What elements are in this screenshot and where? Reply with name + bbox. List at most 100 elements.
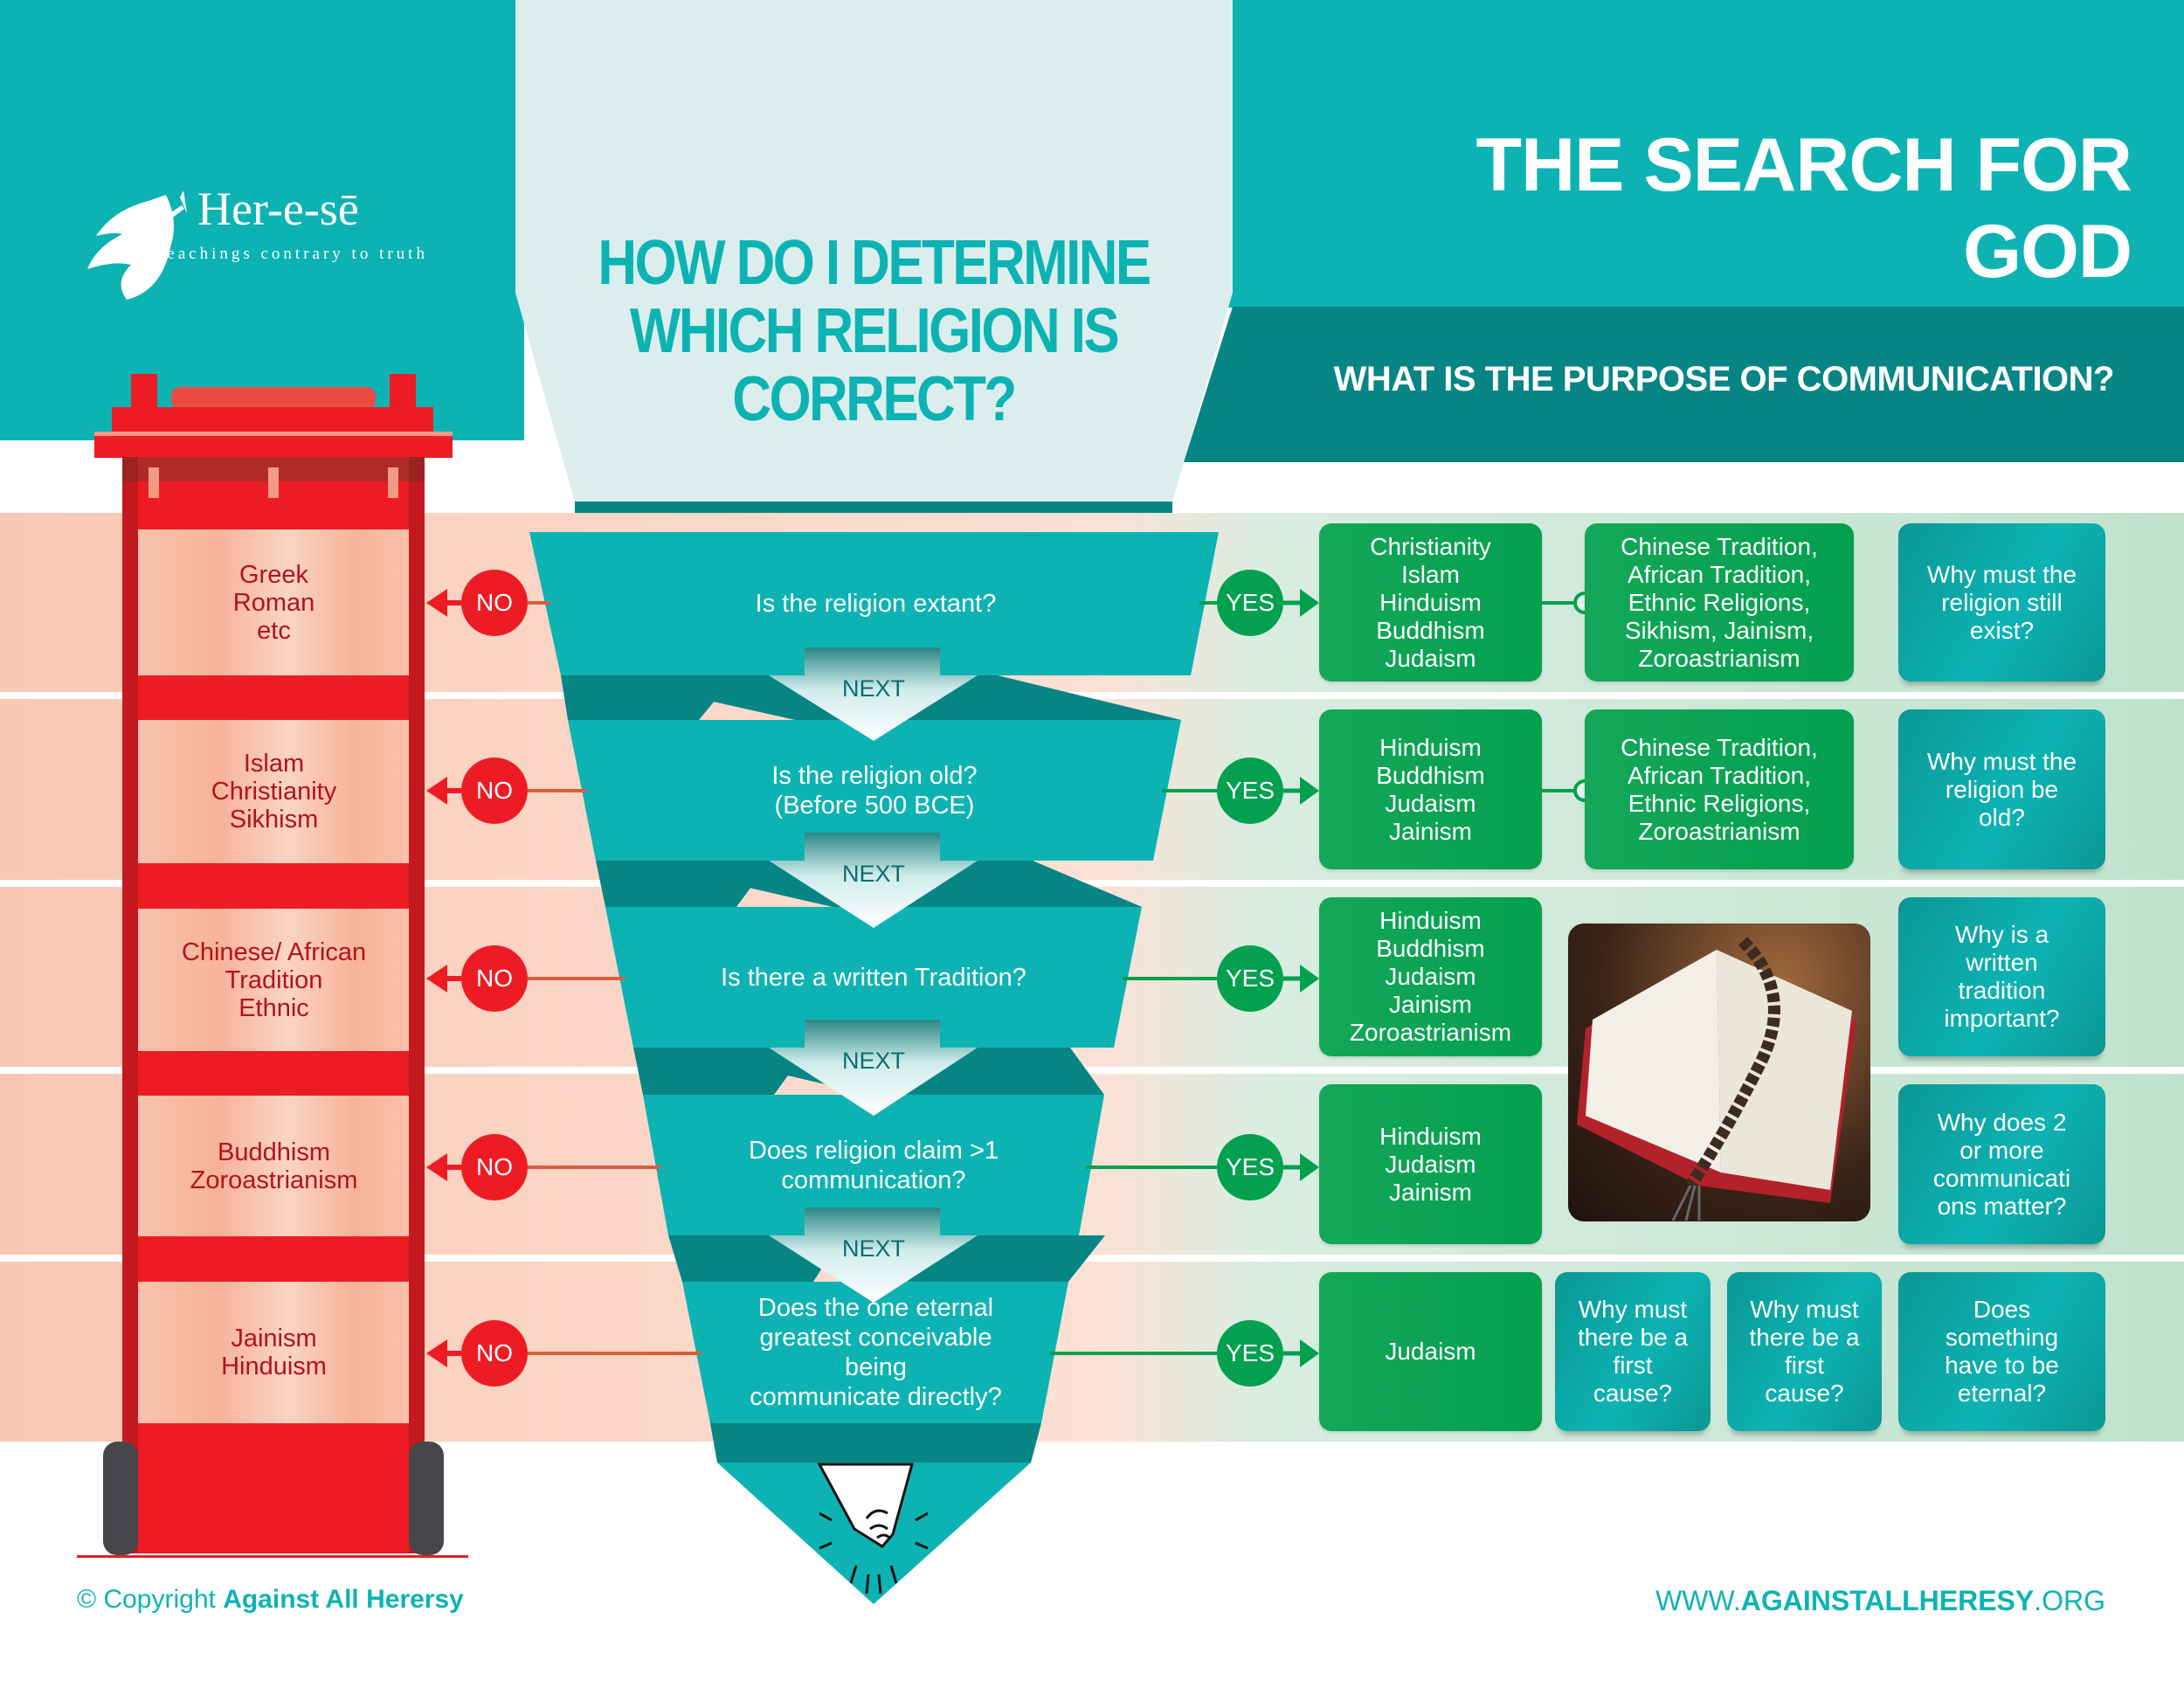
top-left-teal-panel	[0, 0, 524, 440]
bin-lid-top	[112, 407, 433, 433]
no-arrow-icon	[426, 777, 447, 805]
next-label: NEXT	[841, 1048, 905, 1074]
next-arrow-icon	[769, 1020, 978, 1116]
accepted-religions: Judaism	[1319, 1272, 1542, 1431]
no-arrow-icon	[426, 965, 447, 993]
next-label: NEXT	[841, 1235, 905, 1262]
funnel-fold	[561, 675, 736, 720]
bin-label-panel	[138, 720, 409, 863]
website-suffix: .ORG	[2034, 1585, 2105, 1616]
yes-badge: YES	[1217, 758, 1283, 824]
bin-edge-left	[122, 457, 138, 1553]
why-question-card[interactable]: Does something have to be eternal?	[1898, 1272, 2105, 1431]
yes-arrow-icon	[1300, 965, 1319, 993]
funnel-step-3	[605, 907, 1142, 1048]
next-arrow-icon	[769, 647, 978, 741]
bin-strip	[388, 467, 398, 498]
next-arrow-icon	[769, 1207, 978, 1303]
no-badge: NO	[461, 945, 528, 1012]
subtitle-band	[1184, 307, 2184, 462]
funnel-fold	[710, 1423, 1041, 1463]
bin-handle-left	[131, 374, 157, 409]
follow-up-question-card[interactable]: Why must there be a first cause?	[1555, 1272, 1711, 1431]
no-badge: NO	[461, 1320, 528, 1387]
accepted-religions: Hinduism Buddhism Judaism Jainism	[1319, 709, 1542, 869]
top-right-teal-panel	[1223, 0, 2184, 308]
alternative-religions: Chinese Tradition, African Tradition, Et…	[1585, 523, 1854, 681]
yes-badge: YES	[1217, 1134, 1283, 1200]
logo-name: Her-e-sē	[197, 183, 359, 235]
why-question-card[interactable]: Why must the religion be old?	[1898, 709, 2105, 869]
yes-arrow-icon	[1300, 1339, 1319, 1367]
next-label: NEXT	[841, 861, 905, 887]
page-title: THE SEARCH FOR GOD	[1476, 123, 2132, 294]
no-arrow-icon	[426, 589, 447, 617]
no-badge: NO	[461, 1134, 528, 1200]
funnel-step-1	[529, 532, 1219, 675]
question-step-4: Does religion claim >1 communication?	[748, 1136, 999, 1194]
bin-label-panel	[138, 1282, 409, 1423]
rejected-religions: Greek Roman etc	[232, 560, 315, 645]
no-badge: NO	[461, 758, 528, 824]
bin-strip	[268, 467, 279, 498]
copyright: © Copyright Against All Herersy	[77, 1585, 464, 1615]
book-with-prayer-beads-image	[1568, 924, 1870, 1221]
accepted-religions: Hinduism Judaism Jainism	[1319, 1084, 1542, 1244]
why-question-card[interactable]: Why must the religion still exist?	[1898, 523, 2105, 681]
angel-logo-icon	[87, 190, 187, 300]
website-prefix: WWW.	[1655, 1585, 1741, 1616]
bin-label-panel	[138, 1096, 409, 1236]
funnel-step-4	[643, 1095, 1104, 1235]
logo-tagline: teachings contrary to truth	[159, 245, 428, 263]
next-label: NEXT	[841, 675, 905, 702]
trash-bin	[77, 374, 468, 1558]
funnel-step-2	[568, 720, 1181, 861]
copyright-prefix: © Copyright	[77, 1585, 216, 1614]
yes-badge: YES	[1217, 1320, 1283, 1387]
yes-badge: YES	[1217, 945, 1283, 1012]
page-subtitle: WHAT IS THE PURPOSE OF COMMUNICATION?	[1333, 360, 2115, 398]
website-link[interactable]: WWW.AGAINSTALLHERESY.ORG	[1655, 1585, 2105, 1617]
bin-wheel-right	[409, 1442, 444, 1555]
rejected-religions: Jainism Hinduism	[221, 1325, 327, 1380]
why-question-card[interactable]: Why does 2 or more communicati ons matte…	[1898, 1084, 2105, 1244]
funnel-step-5	[682, 1282, 1068, 1423]
question-step-5: Does the one eternal greatest conceivabl…	[750, 1294, 1002, 1411]
bin-lid-highlight	[94, 432, 453, 436]
accepted-religions: Christianity Islam Hinduism Buddhism Jud…	[1319, 523, 1542, 681]
copyright-brand: Against All Herersy	[223, 1585, 464, 1614]
yes-arrow-icon	[1300, 1153, 1319, 1181]
bin-strip	[149, 467, 159, 498]
accepted-religions: Hinduism Buddhism Judaism Jainism Zoroas…	[1319, 897, 1542, 1056]
why-question-card[interactable]: Why is a written tradition important?	[1898, 897, 2105, 1056]
question-step-2: Is the religion old? (Before 500 BCE)	[771, 761, 978, 820]
funnel-fold	[596, 861, 771, 907]
rejected-religions: Chinese/ African Tradition Ethnic	[181, 937, 367, 1022]
next-arrow-icon	[769, 833, 978, 928]
handshake-icon	[817, 1463, 929, 1595]
book-illustration	[1577, 937, 1856, 1221]
bin-wheel-left	[103, 1442, 138, 1555]
yes-badge: YES	[1217, 570, 1283, 636]
yes-arrow-icon	[1300, 589, 1319, 617]
bin-lid-dome	[171, 387, 376, 409]
yes-arrow-icon	[1300, 777, 1319, 805]
bin-label-panel	[138, 529, 409, 675]
bin-label-panel	[138, 909, 409, 1051]
bin-handle-right	[390, 374, 416, 409]
ground-line	[77, 1555, 468, 1558]
no-arrow-icon	[426, 1153, 447, 1181]
rejected-religions: Islam Christianity Sikhism	[211, 750, 337, 834]
question-step-3: Is there a written Tradition?	[721, 963, 1026, 992]
website-domain: AGAINSTALLHERESY	[1740, 1585, 2035, 1616]
follow-up-question-card[interactable]: Why must there be a first cause?	[1727, 1272, 1882, 1431]
rejected-religions: Buddhism Zoroastrianism	[190, 1138, 358, 1194]
question-step-1: Is the religion extant?	[755, 590, 997, 618]
center-title-panel	[515, 0, 1233, 502]
funnel-fold	[633, 1048, 808, 1095]
bin-edge-right	[409, 457, 425, 1553]
no-badge: NO	[461, 570, 528, 636]
center-title: HOW DO I DETERMINE WHICH RELIGION IS COR…	[598, 228, 1151, 434]
alternative-religions: Chinese Tradition, African Tradition, Et…	[1585, 709, 1854, 869]
